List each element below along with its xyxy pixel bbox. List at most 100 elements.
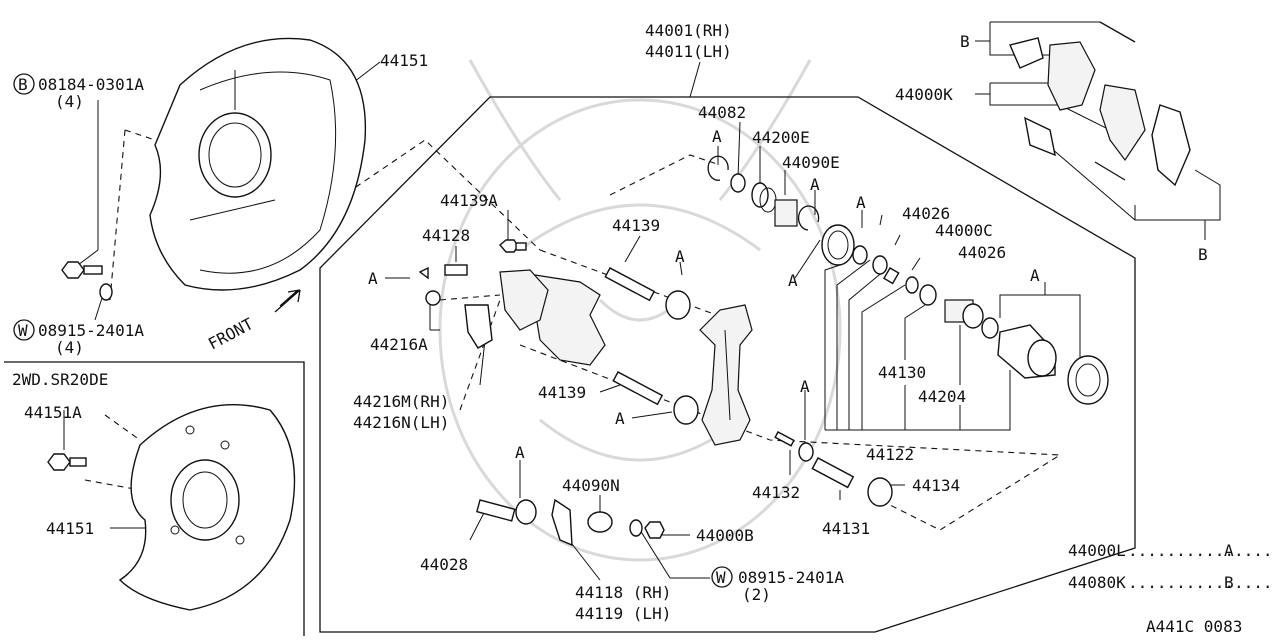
legend-row: 44080K ............... B bbox=[1068, 573, 1273, 592]
label-44000K: 44000K bbox=[895, 85, 953, 104]
svg-text:W: W bbox=[18, 321, 28, 340]
svg-text:44080K: 44080K bbox=[1068, 573, 1126, 592]
label-44151-top: 44151 bbox=[380, 51, 428, 70]
pad-clip bbox=[1094, 21, 1136, 181]
seal-ring bbox=[821, 224, 855, 266]
bolt-icon bbox=[47, 453, 87, 471]
label-44011: 44011(LH) bbox=[645, 42, 732, 61]
ref-a-label: A bbox=[788, 271, 798, 290]
ring-44130 bbox=[919, 284, 937, 306]
clip-44216M bbox=[464, 304, 493, 349]
label-44000C: 44000C bbox=[935, 221, 993, 240]
label-44001: 44001(RH) bbox=[645, 21, 732, 40]
bolt-44216A bbox=[425, 290, 441, 306]
ref-a-label: A bbox=[800, 377, 810, 396]
plate-44000C bbox=[883, 267, 900, 285]
lever-44118 bbox=[551, 498, 573, 547]
label-08184: 08184-0301A bbox=[38, 75, 144, 94]
label-44090N: 44090N bbox=[562, 476, 620, 495]
pin-boot bbox=[665, 290, 699, 425]
label-44139-bottom: 44139 bbox=[538, 383, 586, 402]
washer-44026b bbox=[905, 276, 919, 294]
brake-pad bbox=[1047, 41, 1191, 187]
slide-pin-44139 bbox=[604, 267, 664, 406]
spring-44200E bbox=[751, 182, 777, 213]
inset-box bbox=[4, 361, 305, 636]
label-44151A: 44151A bbox=[24, 403, 82, 422]
bleeder-44128 bbox=[418, 264, 468, 280]
bolt-44139A bbox=[499, 239, 527, 253]
piston bbox=[997, 324, 1057, 379]
caliper-body bbox=[699, 304, 753, 446]
washer-bottom bbox=[629, 519, 643, 537]
inset-title: 2WD.SR20DE bbox=[12, 370, 108, 389]
seal-small bbox=[981, 317, 999, 339]
label-44139A: 44139A bbox=[440, 191, 498, 210]
bolt-icon bbox=[61, 261, 103, 279]
circle-b-icon: B bbox=[13, 73, 35, 95]
adjuster-44204 bbox=[944, 299, 984, 329]
label-08915-top: 08915-2401A bbox=[38, 321, 144, 340]
label-44119: 44119 (LH) bbox=[575, 604, 671, 623]
nut-44000B bbox=[644, 521, 665, 539]
ring-A bbox=[852, 245, 868, 265]
svg-text:...............: ............... bbox=[1128, 541, 1273, 560]
ref-a-label: A bbox=[810, 175, 820, 194]
svg-text:B: B bbox=[1224, 573, 1234, 592]
pad-group-lines bbox=[975, 21, 1221, 240]
label-44151-bottom: 44151 bbox=[46, 519, 94, 538]
bolt-44028 bbox=[476, 499, 537, 525]
label-08915-bottom: 08915-2401A bbox=[738, 568, 844, 587]
svg-text:W: W bbox=[716, 568, 726, 587]
label-44128: 44128 bbox=[422, 226, 470, 245]
label-44000B: 44000B bbox=[696, 526, 754, 545]
washer-44134 bbox=[867, 477, 893, 507]
ref-a-label: A bbox=[1030, 266, 1040, 285]
adjuster-44090E bbox=[774, 199, 798, 227]
label-44216N: 44216N(LH) bbox=[353, 413, 449, 432]
svg-text:...............: ............... bbox=[1128, 573, 1273, 592]
ring-44082 bbox=[730, 173, 746, 193]
snap-ring-A bbox=[797, 205, 820, 231]
washer-icon bbox=[99, 283, 113, 301]
ref-a-label: A bbox=[856, 193, 866, 212]
label-44216A: 44216A bbox=[370, 335, 428, 354]
label-08184-qty: (4) bbox=[55, 92, 84, 111]
bolt-44131 bbox=[811, 457, 855, 489]
label-ref-b-top: B bbox=[960, 32, 970, 51]
label-44090E: 44090E bbox=[782, 153, 840, 172]
label-44200E: 44200E bbox=[752, 128, 810, 147]
label-front: FRONT bbox=[205, 314, 257, 354]
label-08915-bottom-qty: (2) bbox=[742, 585, 771, 604]
ref-a-label: A bbox=[675, 247, 685, 266]
circle-w-icon: W bbox=[13, 319, 35, 341]
label-08915-top-qty: (4) bbox=[55, 338, 84, 357]
label-ref-b-right: B bbox=[1198, 245, 1208, 264]
label-44028: 44028 bbox=[420, 555, 468, 574]
label-44204: 44204 bbox=[918, 387, 966, 406]
ref-a-label: A bbox=[712, 127, 722, 146]
washer-44026 bbox=[872, 255, 888, 275]
label-44122: 44122 bbox=[866, 445, 914, 464]
label-44216M: 44216M(RH) bbox=[353, 392, 449, 411]
label-44139-top: 44139 bbox=[612, 216, 660, 235]
ring-A-bottom bbox=[798, 442, 814, 462]
legend-row: 44000L ............... A bbox=[1068, 541, 1273, 560]
svg-text:A: A bbox=[1224, 541, 1234, 560]
spring-44090N bbox=[587, 511, 613, 533]
ref-a-label: A bbox=[515, 443, 525, 462]
caliper-assembly-frame bbox=[319, 96, 1136, 633]
backing-plate-44151 bbox=[149, 37, 367, 291]
label-44132: 44132 bbox=[752, 483, 800, 502]
label-44118: 44118 (RH) bbox=[575, 583, 671, 602]
ref-a-label: A bbox=[615, 409, 625, 428]
shim bbox=[1009, 37, 1056, 157]
label-44026-a: 44026 bbox=[902, 204, 950, 223]
front-arrow-icon bbox=[274, 289, 301, 313]
ref-a-label: A bbox=[368, 269, 378, 288]
svg-text:44000L: 44000L bbox=[1068, 541, 1126, 560]
circle-w-icon: W bbox=[711, 566, 733, 588]
label-44082: 44082 bbox=[698, 103, 746, 122]
